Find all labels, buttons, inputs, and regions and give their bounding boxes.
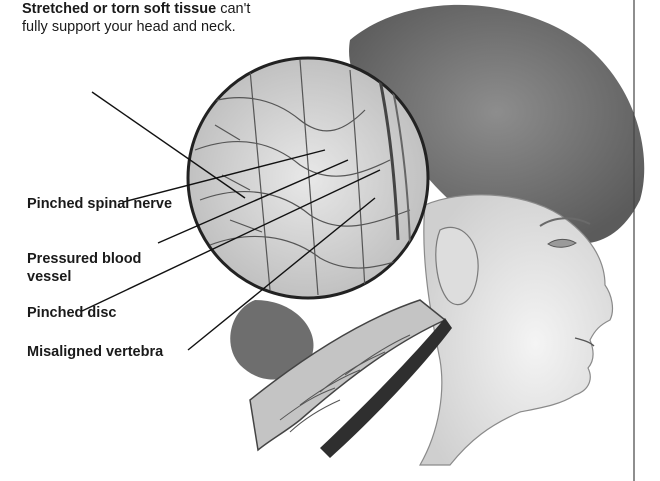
pinched-disc-label: Pinched disc	[27, 304, 177, 322]
soft-tissue-label: Stretched or torn soft tissue can't full…	[22, 0, 272, 36]
misaligned-vertebra-label: Misaligned vertebra	[27, 343, 217, 361]
pinched-spinal-nerve-label: Pinched spinal nerve	[27, 195, 177, 213]
pressured-blood-vessel-label: Pressured blood vessel	[27, 250, 177, 286]
soft-tissue-label-bold: Stretched or torn soft tissue	[22, 1, 216, 17]
